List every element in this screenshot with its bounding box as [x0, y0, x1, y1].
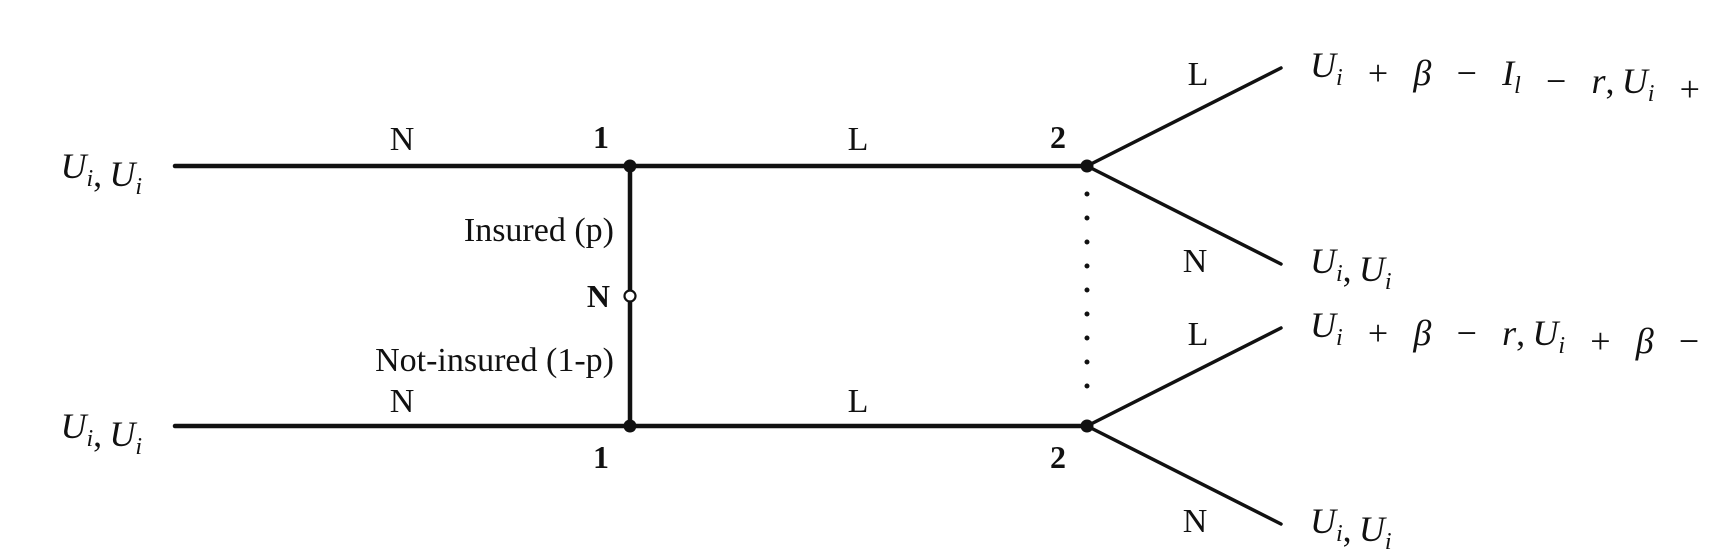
- payoff-top-left: Ui, Ui: [60, 146, 142, 200]
- payoff-bottom-l: Ui + β − r, Ui + β − r: [1310, 305, 1720, 361]
- bottom-middle-action-label: L: [848, 383, 869, 420]
- payoff-bottom-n: Ui, Ui: [1310, 501, 1392, 555]
- insured-label: Insured (p): [464, 212, 614, 249]
- bottom-left-action-label: N: [390, 383, 415, 420]
- player2-bottom-label: 2: [1050, 439, 1066, 475]
- payoff-top-n: Ui, Ui: [1310, 241, 1392, 295]
- bottom-right-l-edge: [1085, 326, 1283, 428]
- nature-label: N: [587, 278, 610, 314]
- bottom-right-n-label: N: [1183, 503, 1208, 540]
- top-right-n-edge: [1085, 164, 1283, 266]
- player2-top-node: [1080, 159, 1094, 173]
- payoff-top-l: Ui + β − Il − r, Ui + β: [1310, 45, 1720, 109]
- player1-bottom-label: 1: [593, 439, 609, 475]
- nature-node: [623, 289, 637, 303]
- payoff-bottom-left: Ui, Ui: [60, 406, 142, 460]
- top-left-action-label: N: [390, 121, 415, 158]
- player1-top-node: [623, 159, 637, 173]
- top-right-l-edge: [1085, 66, 1283, 168]
- top-right-l-label: L: [1188, 56, 1209, 93]
- bottom-right-l-label: L: [1188, 316, 1209, 353]
- player1-bottom-node: [623, 419, 637, 433]
- player2-bottom-node: [1080, 419, 1094, 433]
- player1-top-label: 1: [593, 119, 609, 155]
- bottom-right-n-edge: [1085, 424, 1283, 526]
- top-right-n-label: N: [1183, 243, 1208, 280]
- not-insured-label: Not-insured (1-p): [375, 342, 614, 379]
- player2-top-label: 2: [1050, 119, 1066, 155]
- top-middle-action-label: L: [848, 121, 869, 158]
